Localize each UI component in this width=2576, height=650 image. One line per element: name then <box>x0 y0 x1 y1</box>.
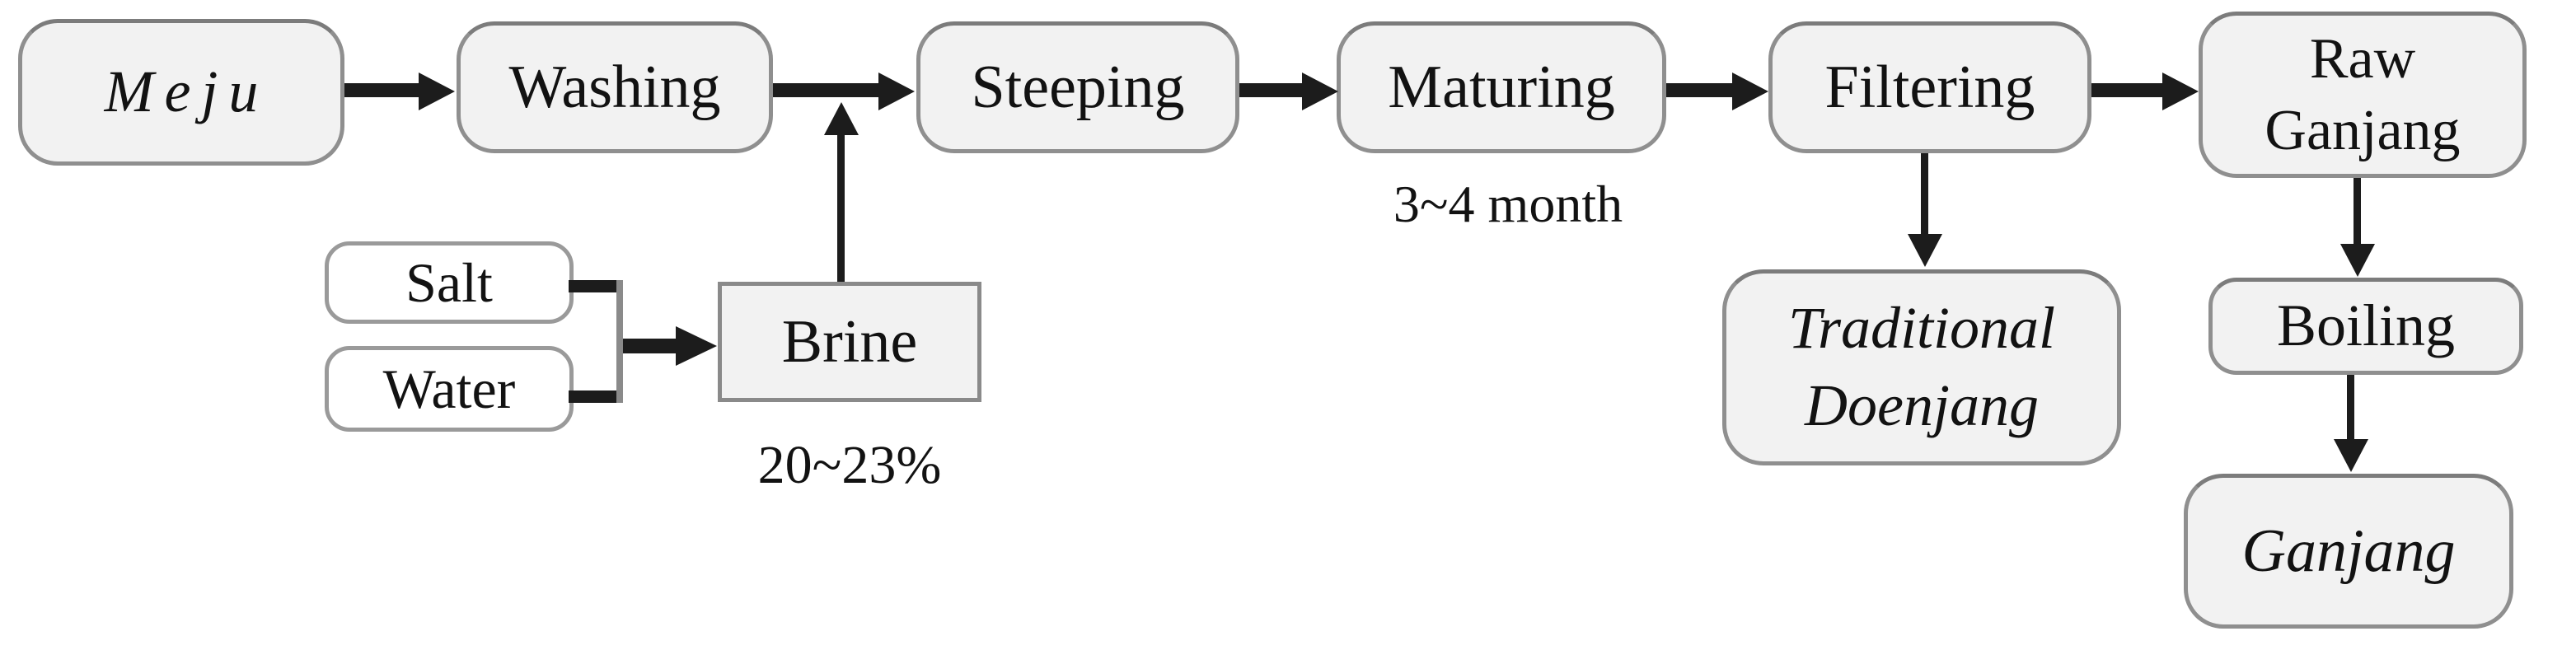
bracket-line <box>616 280 623 403</box>
node-meju: Meju <box>18 19 344 166</box>
salt-stub <box>569 280 623 292</box>
node-raw-ganjang-line1: Raw <box>2309 26 2416 91</box>
arrow-shaft <box>1666 83 1732 97</box>
arrow-shaft <box>773 83 878 97</box>
arrow-shaft <box>2091 83 2162 97</box>
node-washing-label: Washing <box>508 53 721 121</box>
arrow-shaft <box>623 339 676 353</box>
arrow-shaft <box>2354 178 2361 246</box>
water-stub <box>569 390 623 403</box>
arrowhead-right-icon <box>1302 72 1338 110</box>
arrowhead-right-icon <box>676 326 717 366</box>
arrowhead-up-icon <box>824 102 859 135</box>
node-brine: Brine <box>718 282 981 402</box>
arrow-shaft <box>1239 83 1302 97</box>
node-ganjang-label: Ganjang <box>2241 517 2456 585</box>
arrow-shaft <box>2347 375 2354 441</box>
node-maturing-label: Maturing <box>1388 53 1615 121</box>
node-boiling: Boiling <box>2208 278 2523 375</box>
arrowhead-right-icon <box>419 72 455 110</box>
annotation-brine-concentration: 20~23% <box>757 435 942 495</box>
node-washing: Washing <box>457 21 773 153</box>
arrowhead-down-icon <box>2334 439 2368 472</box>
node-brine-label: Brine <box>781 307 918 376</box>
arrow-shaft <box>1921 153 1928 234</box>
arrowhead-right-icon <box>878 72 915 110</box>
node-traditional-doenjang: Traditional Doenjang <box>1722 269 2121 465</box>
node-steeping-label: Steeping <box>971 53 1185 121</box>
node-traditional-doenjang-line2: Doenjang <box>1805 372 2039 438</box>
node-traditional-doenjang-line1: Traditional <box>1787 295 2056 362</box>
node-water: Water <box>325 346 574 432</box>
node-filtering-label: Filtering <box>1824 53 2035 121</box>
node-raw-ganjang-line2: Ganjang <box>2265 99 2461 162</box>
arrow-shaft <box>344 83 422 97</box>
arrowhead-down-icon <box>2340 244 2375 277</box>
node-maturing: Maturing <box>1337 21 1666 153</box>
arrowhead-right-icon <box>1732 72 1768 110</box>
arrowhead-right-icon <box>2162 72 2199 110</box>
node-water-label: Water <box>382 357 516 420</box>
node-salt-label: Salt <box>405 250 493 314</box>
node-salt: Salt <box>325 241 574 324</box>
annotation-maturing-duration: 3~4 month <box>1393 175 1623 233</box>
node-filtering: Filtering <box>1768 21 2091 153</box>
arrow-shaft <box>837 135 845 282</box>
arrowhead-down-icon <box>1908 234 1942 267</box>
node-meju-label: Meju <box>104 58 269 125</box>
node-boiling-label: Boiling <box>2276 292 2456 359</box>
node-ganjang: Ganjang <box>2184 474 2513 629</box>
node-steeping: Steeping <box>916 21 1239 153</box>
node-raw-ganjang: Raw Ganjang <box>2199 12 2527 178</box>
